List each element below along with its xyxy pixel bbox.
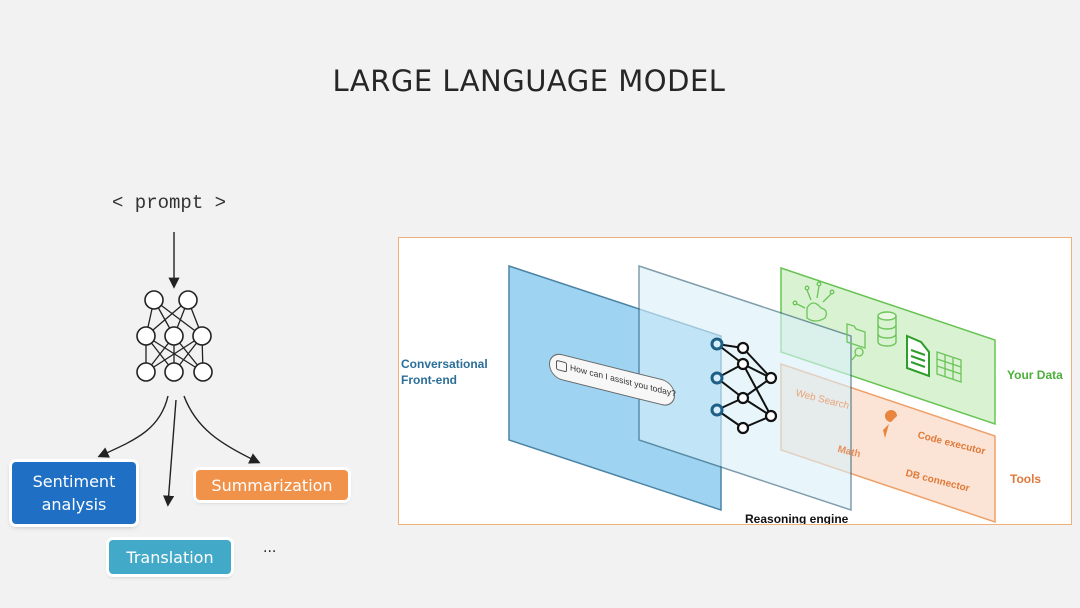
arrow-to-sentiment (97, 395, 169, 458)
slide-title: LARGE LANGUAGE MODEL (332, 64, 726, 98)
reasoning-network-icon (710, 337, 778, 435)
label-your-data: Your Data (1007, 368, 1063, 382)
more-tasks-ellipsis: ... (263, 540, 277, 556)
label-reasoning-engine: Reasoning engine (745, 512, 849, 525)
folder-search-icon (846, 323, 866, 361)
circuit-brain-icon (792, 281, 835, 322)
task-translation: Translation (109, 540, 231, 574)
chat-icon (556, 359, 567, 373)
llm-flow-diagram (97, 232, 261, 507)
wrench-icon (883, 410, 899, 438)
neural-network-icon (136, 290, 213, 382)
task-sentiment-analysis: Sentiment analysis (12, 462, 136, 524)
label-conversational-front-end: Conversational Front-end (401, 357, 488, 387)
arrow-to-translation (163, 399, 177, 507)
label-tools: Tools (1010, 472, 1042, 486)
database-icon (877, 311, 897, 347)
llm-architecture-panel: How can I assist you today? Conversation… (398, 237, 1072, 525)
arrow-to-summarization (183, 395, 261, 464)
spreadsheet-icon (936, 351, 962, 383)
document-icon (906, 334, 930, 378)
prompt-label: < prompt > (112, 192, 227, 214)
task-summarization: Summarization (196, 470, 348, 500)
